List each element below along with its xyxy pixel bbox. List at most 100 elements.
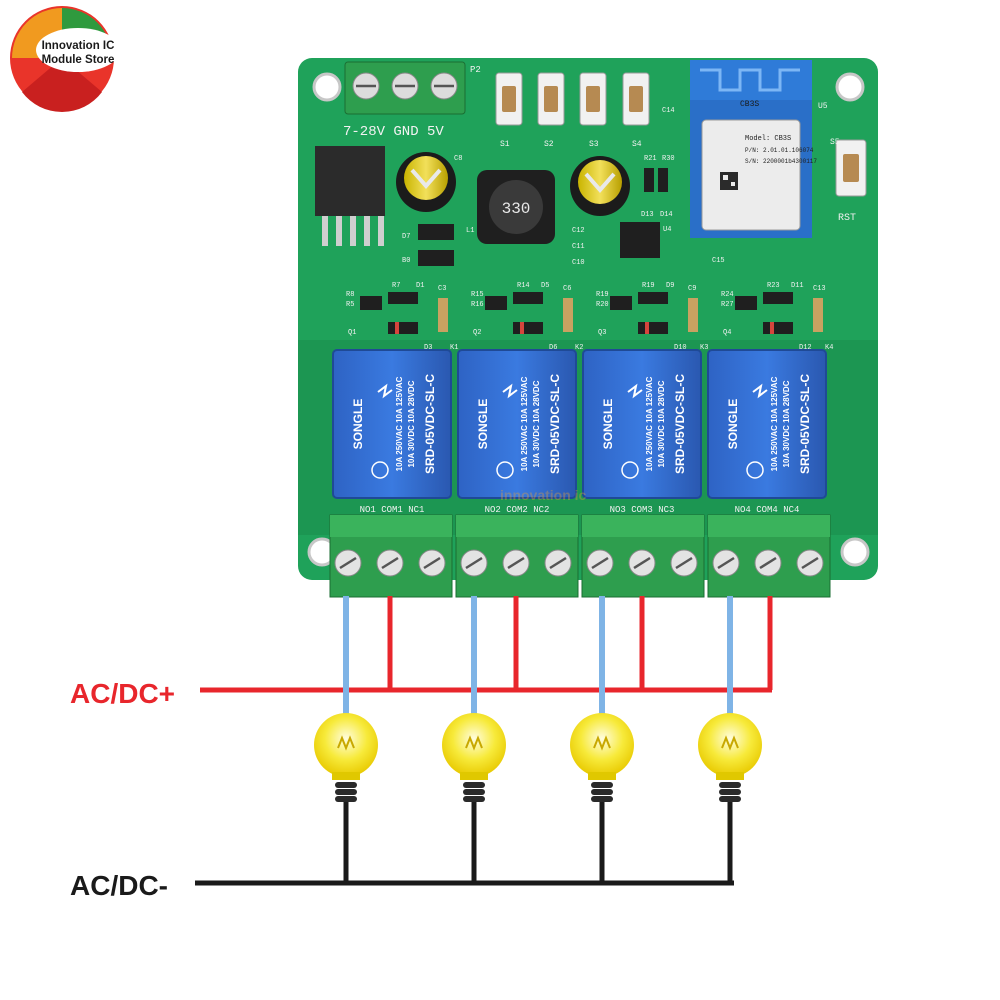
bulb-neck (332, 772, 360, 780)
relay-brand: SONGLE (601, 399, 615, 450)
driver-label-q: Q4 (723, 329, 731, 337)
output-terminals (329, 514, 831, 598)
bulb-base-thread (719, 782, 741, 788)
inductor: 330 (477, 170, 555, 244)
button-label-s4: S4 (632, 140, 642, 149)
pcb-label: D14 (660, 211, 673, 219)
driver-label-c: C9 (688, 285, 696, 293)
driver-label-rs: R19 (596, 291, 609, 299)
driver-label-rs: R8 (346, 291, 354, 299)
relay-ac-rating: 10A 250VAC 10A 125VAC (395, 376, 404, 471)
relay-ac-rating: 10A 250VAC 10A 125VAC (520, 376, 529, 471)
voltage-regulator (315, 146, 385, 246)
relay-body (457, 349, 577, 499)
relay-brand: SONGLE (726, 399, 740, 450)
pcb-label: R21 (644, 155, 657, 163)
transistor (735, 296, 757, 310)
relay-dc-rating: 10A 30VDC 10A 28VDC (532, 380, 541, 467)
brand-logo: Innovation IC Module Store (10, 6, 120, 112)
terminal-top (330, 515, 452, 537)
capacitor (813, 298, 823, 332)
driver-label-c: C6 (563, 285, 571, 293)
cqc-mark (496, 461, 514, 479)
bulb-base-thread (719, 796, 741, 802)
driver-label-k: K2 (575, 344, 583, 352)
module-model: Model: CB3S (745, 135, 791, 143)
bulb-neck (460, 772, 488, 780)
screw-slot (717, 556, 735, 570)
power-terminal (344, 61, 466, 115)
screw-slot (507, 556, 525, 570)
bulb-base-thread (719, 789, 741, 795)
bulb-filament (465, 735, 483, 751)
driver-label-led: D3 (424, 344, 432, 352)
relay-ac-rating: 10A 250VAC 10A 125VAC (770, 376, 779, 471)
bulb-base-thread (591, 782, 613, 788)
terminal-labels: NO2 COM2 NC2 (485, 505, 550, 515)
relay-body (582, 349, 702, 499)
button-label-s3: S3 (589, 140, 599, 149)
diode-band (395, 322, 399, 334)
terminal-labels: NO1 COM1 NC1 (360, 505, 425, 515)
screw-slot (591, 556, 609, 570)
songle-logo-icon (752, 383, 768, 399)
capacitor (438, 298, 448, 332)
driver-label-rs2: R16 (471, 301, 484, 309)
driver-label-rs: R15 (471, 291, 484, 299)
diode-band (520, 322, 524, 334)
pcb-label: C8 (454, 155, 462, 163)
screw-slot (339, 556, 357, 570)
driver-label-r1: R7 (392, 282, 400, 290)
driver-label-r1: R14 (517, 282, 530, 290)
driver-label-c: C3 (438, 285, 446, 293)
light-bulb-icon-4 (698, 713, 762, 883)
bulb-base-thread (591, 796, 613, 802)
resistor (388, 292, 418, 304)
diode-band (770, 322, 774, 334)
bulb-base-thread (591, 789, 613, 795)
pcb-label: C12 (572, 227, 585, 235)
screw-slot (381, 556, 399, 570)
pcb-label: C14 (662, 107, 675, 115)
driver-label-led: D12 (799, 344, 812, 352)
driver-label-q: Q1 (348, 329, 356, 337)
capacitor (563, 298, 573, 332)
bulb-glass (314, 713, 378, 777)
connector-id: P2 (470, 65, 481, 75)
pcb-label: B0 (402, 257, 410, 265)
bulb-glass (570, 713, 634, 777)
mounting-hole (840, 537, 870, 567)
cqc-mark (746, 461, 764, 479)
driver-label-k: K3 (700, 344, 708, 352)
relay-brand: SONGLE (476, 399, 490, 450)
pcb-label: C11 (572, 243, 585, 251)
screw-slot (675, 556, 693, 570)
relay-dc-rating: 10A 30VDC 10A 28VDC (782, 380, 791, 467)
brand-line-2: Module Store (42, 54, 115, 66)
transistor (485, 296, 507, 310)
relay-model: SRD-05VDC-SL-C (673, 374, 687, 474)
relay-ac-rating: 10A 250VAC 10A 125VAC (645, 376, 654, 471)
mounting-hole (312, 72, 342, 102)
terminal-block-4 (707, 514, 831, 598)
driver-label-rs2: R20 (596, 301, 609, 309)
relay-body (332, 349, 452, 499)
bulb-neck (716, 772, 744, 780)
module-sn: S/N: 2200001b4300117 (745, 158, 817, 165)
driver-label-d: D9 (666, 282, 674, 290)
antenna-label: CB3S (740, 100, 759, 109)
bulb-glass (442, 713, 506, 777)
diode (388, 322, 418, 334)
driver-label-rs2: R5 (346, 301, 354, 309)
relay-3: SONGLE SRD-05VDC-SL-C 10A 250VAC 10A 125VA… (582, 349, 702, 515)
transistor (610, 296, 632, 310)
terminal-block-2 (455, 514, 579, 598)
negative-label: AC/DC- (70, 870, 168, 901)
pcb-label: U4 (663, 226, 671, 234)
relay-brand: SONGLE (351, 399, 365, 450)
reset-label: RST (838, 213, 856, 224)
